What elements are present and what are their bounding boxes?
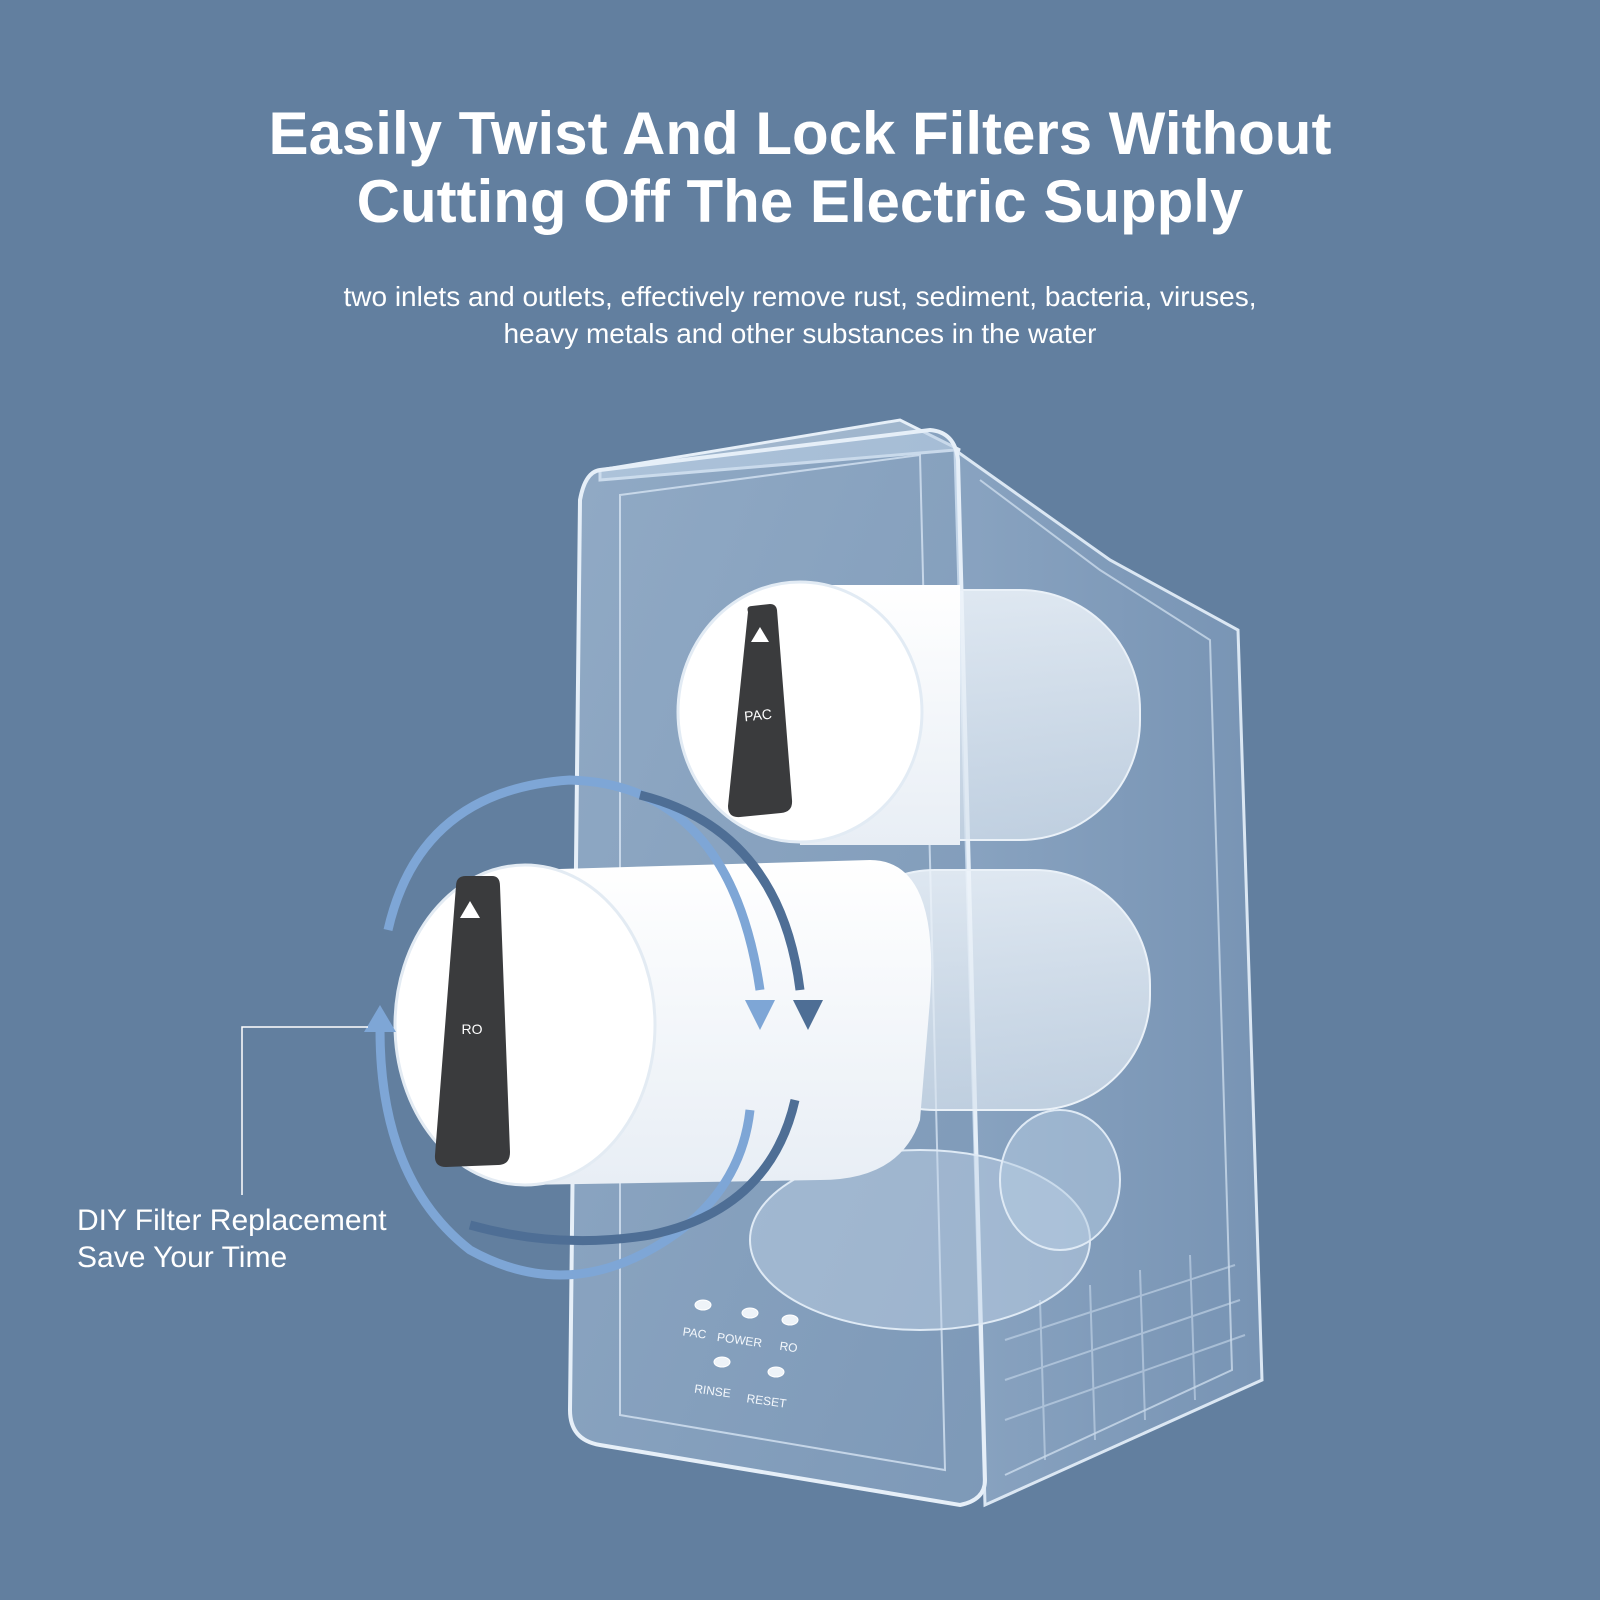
ro-up-arrow-icon xyxy=(460,901,480,918)
callout-leader-line xyxy=(241,1026,368,1195)
subheadline-line-2: heavy metals and other substances in the… xyxy=(503,318,1097,349)
headline-line-1: Easily Twist And Lock Filters Without xyxy=(268,100,1332,167)
panel-label-ro: RO xyxy=(779,1339,799,1355)
control-panel: PAC POWER RO RINSE RESET xyxy=(682,1299,799,1411)
pac-label-plate xyxy=(728,604,793,818)
ro-label: RO xyxy=(462,1021,483,1037)
arrowhead-dark-icon xyxy=(793,1000,823,1030)
headline: Easily Twist And Lock Filters Without Cu… xyxy=(0,100,1600,236)
pac-indicator-icon xyxy=(694,1299,712,1311)
power-indicator-icon xyxy=(741,1307,759,1319)
rinse-button-icon xyxy=(713,1356,731,1368)
subheadline-line-1: two inlets and outlets, effectively remo… xyxy=(343,281,1257,312)
panel-label-reset: RESET xyxy=(746,1391,788,1411)
subheadline: two inlets and outlets, effectively remo… xyxy=(0,278,1600,352)
arrowhead-up-icon xyxy=(364,1005,396,1032)
ro-indicator-icon xyxy=(781,1314,799,1326)
callout-line-2: Save Your Time xyxy=(77,1241,288,1274)
twist-arrows xyxy=(364,775,823,1280)
panel-label-pac: PAC xyxy=(682,1324,708,1341)
arrowhead-light-icon xyxy=(745,1000,775,1030)
panel-label-rinse: RINSE xyxy=(693,1382,731,1401)
pac-up-arrow-icon xyxy=(751,627,769,642)
filter-cartridge-ro: RO xyxy=(393,860,932,1187)
headline-line-2: Cutting Off The Electric Supply xyxy=(356,168,1244,235)
filter-cap-pac: PAC xyxy=(676,580,960,845)
ro-label-plate xyxy=(434,876,510,1167)
pac-label: PAC xyxy=(743,706,772,725)
callout-line-1: DIY Filter Replacement xyxy=(77,1204,387,1237)
reset-button-icon xyxy=(767,1366,785,1378)
callout-text: DIY Filter Replacement Save Your Time xyxy=(77,1202,387,1276)
panel-label-power: POWER xyxy=(716,1330,763,1350)
